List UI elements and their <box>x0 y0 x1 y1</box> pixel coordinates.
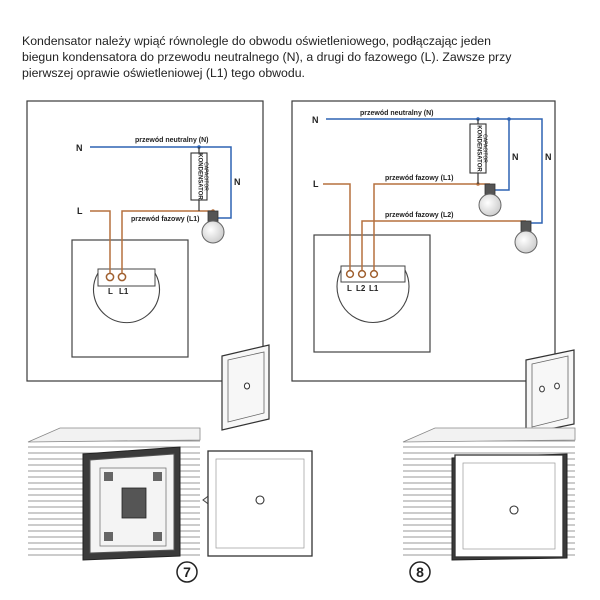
switch-terminal-l1-label: L1 <box>369 284 379 293</box>
live-wire <box>90 210 111 273</box>
switch-mechanism-outline <box>336 269 410 324</box>
wall-top <box>402 427 576 443</box>
switch-backbox <box>313 234 431 353</box>
switch-terminal-l-label: L <box>108 287 113 296</box>
fixing-screw-icon <box>104 472 113 481</box>
phase-wire-l1 <box>121 210 213 273</box>
step-7-number: 7 <box>183 564 191 580</box>
phase-wire-l2-label: przewód fazowy (L2) <box>385 212 453 219</box>
phase-wire-label: przewód fazowy (L1) <box>131 216 199 223</box>
junction-dot <box>507 117 511 121</box>
fixing-screw-icon <box>104 532 113 541</box>
switch-terminal-l1-label: L1 <box>119 287 129 296</box>
lamp-1-socket <box>484 183 496 196</box>
switch-indicator-icon <box>509 505 519 515</box>
double-switch-faceplate <box>525 349 575 435</box>
wall-top <box>27 427 201 443</box>
fixing-screw-icon <box>153 472 162 481</box>
switch-terminal-l-label: L <box>347 284 352 293</box>
phase-wire-l1-label: przewód fazowy (L1) <box>385 175 453 182</box>
step-7-badge <box>176 561 198 583</box>
terminal-n-label: N <box>312 115 319 125</box>
single-switch-faceplate <box>221 344 270 431</box>
capacitor-label-en: CAPACITOR <box>482 134 488 163</box>
fixing-screw-icon <box>153 532 162 541</box>
neutral-wire-label: przewód neutralny (N) <box>135 137 209 144</box>
terminal-screw-l1 <box>369 269 379 279</box>
instruction-line-2: biegun kondensatora do przewodu neutraln… <box>22 50 512 64</box>
single-gang-wiring-panel: KONDENSATOR CAPACITOR N L przewód neutra… <box>26 100 270 431</box>
neutral-wire-lamp-1 <box>490 119 510 191</box>
switch-indicator-icon <box>539 385 545 393</box>
step-8-illustration: 8 <box>402 427 576 583</box>
terminal-n-label: N <box>76 143 83 153</box>
terminal-l-label: L <box>313 179 319 189</box>
switch-terminal-l2-label: L2 <box>356 284 366 293</box>
capacitor-label: KONDENSATOR <box>197 153 203 200</box>
lamp-neutral-label: N <box>234 177 241 187</box>
lamp-2-neutral-label: N <box>545 152 552 162</box>
phase-wire-l1 <box>373 183 490 270</box>
step-8-badge <box>409 561 431 583</box>
light-bulb-icon <box>514 230 538 254</box>
instruction-line-1: Kondensator należy wpiąć równolegle do o… <box>22 34 491 48</box>
terminal-block <box>97 268 156 287</box>
switch-indicator-icon <box>554 382 560 390</box>
terminal-screw-l <box>345 269 355 279</box>
lamp-1-neutral-label: N <box>512 152 519 162</box>
wall-frame <box>291 100 556 382</box>
lamp-socket <box>207 210 219 223</box>
neutral-wire <box>90 146 232 219</box>
capacitor-label-en: CAPACITOR <box>203 162 209 191</box>
step-7-illustration: 7 <box>27 427 313 583</box>
terminal-screw-l1 <box>117 272 127 282</box>
faceplate-inner <box>215 458 305 549</box>
switch-faceplate <box>454 454 564 558</box>
terminal-screw-l2 <box>357 269 367 279</box>
switch-mechanism-outline <box>92 272 161 324</box>
neutral-wire-label: przewód neutralny (N) <box>360 110 434 117</box>
step-8-number: 8 <box>416 564 424 580</box>
lamp-2-socket <box>520 220 532 233</box>
light-bulb-icon <box>201 220 225 244</box>
wall-frame <box>26 100 264 382</box>
faceplate-inner <box>462 462 556 550</box>
switch-indicator-icon <box>243 382 251 390</box>
switch-backbox <box>71 239 189 358</box>
instruction-text: Kondensator należy wpiąć równolegle do o… <box>22 33 582 81</box>
double-gang-wiring-panel: KONDENSATOR CAPACITOR N L przewód neutra… <box>291 100 575 435</box>
mechanism-housing <box>99 467 167 547</box>
phase-wire-l2 <box>361 220 526 270</box>
capacitor-label: KONDENSATOR <box>476 125 482 172</box>
neutral-wire <box>326 118 543 224</box>
terminal-l-label: L <box>77 206 83 216</box>
switch-indicator-icon <box>255 495 265 505</box>
terminal-screw-l <box>105 272 115 282</box>
instruction-line-3: pierwszej oprawie oświetleniowej (L1) te… <box>22 66 305 80</box>
light-bulb-icon <box>478 193 502 217</box>
live-wire <box>323 183 351 270</box>
mechanism-module <box>121 487 147 519</box>
